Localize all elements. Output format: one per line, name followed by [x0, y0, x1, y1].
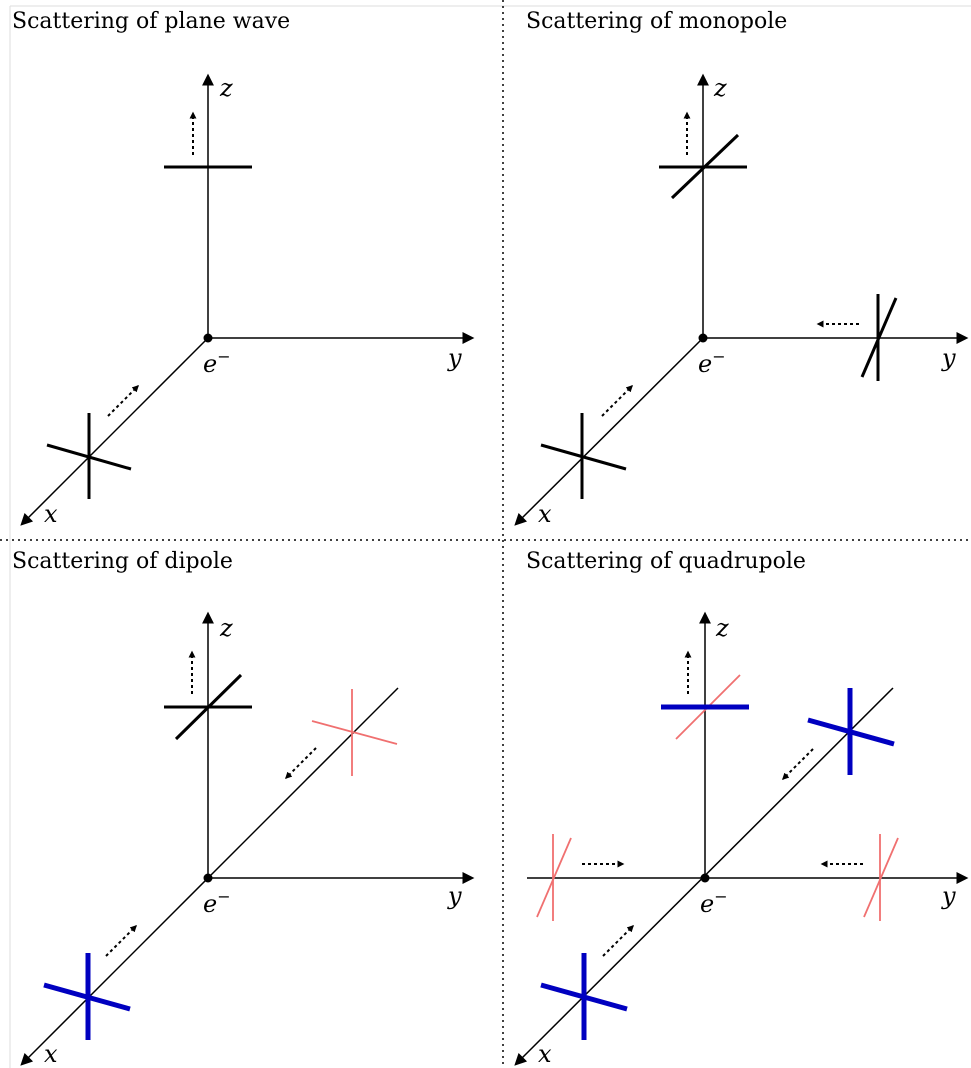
arrow-incoming-x — [105, 925, 137, 957]
axes — [514, 73, 969, 526]
x-axis-label: x — [538, 500, 552, 528]
arrow-incoming-x — [107, 385, 139, 417]
arrow-incoming-x — [602, 925, 634, 957]
x-axis-label: x — [538, 1040, 552, 1068]
electron-dot — [203, 873, 213, 883]
arrow-incoming-x — [601, 385, 633, 417]
electron-dot — [203, 333, 213, 343]
y-axis-label: y — [941, 882, 956, 910]
electron-label: e− — [698, 347, 726, 378]
wave-incoming-y — [860, 294, 898, 381]
panel-title: Scattering of dipole — [12, 549, 233, 574]
wave-outgoing-z — [164, 673, 252, 741]
wave-incoming-neg-x — [807, 688, 895, 775]
panel-title: Scattering of quadrupole — [526, 549, 806, 574]
x-axis — [514, 337, 704, 526]
electron-label: e− — [203, 347, 231, 378]
z-axis-label: z — [713, 74, 727, 102]
y-axis-label: y — [941, 344, 956, 372]
z-axis-label: z — [219, 614, 233, 642]
wave-outgoing-z — [661, 674, 749, 740]
y-axis-label: y — [447, 344, 462, 372]
wave-incoming-y — [536, 834, 572, 921]
panel-title: Scattering of plane wave — [12, 9, 290, 34]
axes — [20, 73, 475, 526]
wave-outgoing-z — [659, 133, 747, 200]
z-axis-label: z — [219, 74, 233, 102]
electron-dot — [700, 873, 710, 883]
wave-incoming-neg-x — [311, 689, 398, 776]
electron-label: e− — [203, 887, 231, 918]
panel-dipole: Scattering of dipole e− z y x — [12, 549, 475, 1068]
wave-incoming-x — [46, 413, 132, 499]
electron-label: e− — [700, 887, 728, 918]
x-axis — [20, 337, 209, 526]
panel-quadrupole: Scattering of quadrupole e− z y x — [514, 549, 969, 1068]
panel-title: Scattering of monopole — [526, 9, 787, 34]
arrow-incoming-neg-x — [285, 747, 317, 779]
panel-monopole: Scattering of monopole e− z y x — [514, 9, 969, 528]
wave-incoming-x — [540, 953, 628, 1040]
z-axis-label: z — [715, 614, 729, 642]
x-axis-label: x — [44, 1040, 58, 1068]
x-axis-label: x — [44, 500, 58, 528]
wave-incoming-neg-y — [863, 834, 899, 921]
wave-incoming-x — [43, 953, 131, 1040]
arrow-incoming-neg-x — [782, 748, 814, 780]
electron-dot — [698, 333, 708, 343]
panel-plane-wave: Scattering of plane wave e− z y x — [12, 9, 475, 528]
y-axis-label: y — [447, 882, 462, 910]
wave-incoming-x — [540, 413, 627, 499]
